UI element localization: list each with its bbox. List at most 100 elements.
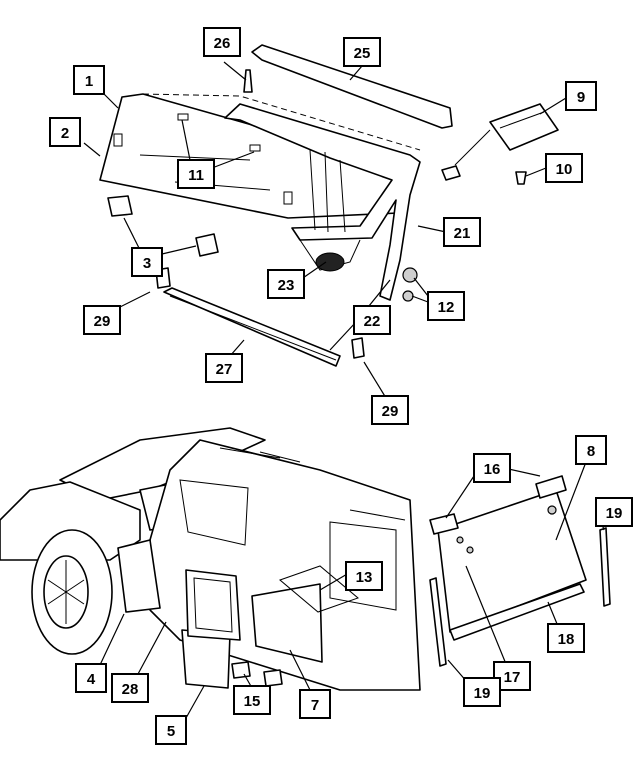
front-fender — [0, 481, 141, 561]
leader-7 — [289, 649, 311, 691]
header-stud — [243, 69, 253, 93]
callout-29-lower: 29 — [371, 395, 409, 425]
leader-3b — [161, 245, 197, 255]
liftgate-bolt-c — [547, 505, 557, 515]
windshield-tab-top-2 — [249, 144, 261, 152]
svg-text:21: 21 — [454, 225, 471, 242]
leader-9 — [539, 97, 567, 115]
leader-2 — [83, 142, 101, 157]
windshield-seal-strip — [163, 287, 341, 367]
callout-16: 16 — [473, 453, 511, 483]
hinge-bracket-right — [195, 233, 219, 257]
svg-text:2: 2 — [61, 125, 69, 142]
callout-21: 21 — [443, 217, 481, 247]
frame-grommet-12b — [402, 290, 414, 302]
callout-28: 28 — [111, 673, 149, 703]
callout-3: 3 — [131, 247, 163, 277]
svg-text:26: 26 — [214, 35, 231, 52]
leader-12a — [413, 277, 429, 297]
liftgate-latch — [535, 475, 567, 499]
callout-26: 26 — [203, 27, 241, 57]
mirror-highlight — [499, 111, 545, 129]
roof-rails — [219, 447, 406, 521]
leader-5 — [185, 685, 205, 719]
svg-text:28: 28 — [122, 681, 139, 698]
callout-18: 18 — [547, 623, 585, 653]
windshield-header-bar — [251, 44, 453, 129]
windshield-tab-top-1 — [177, 113, 189, 121]
leader-3a — [123, 217, 141, 251]
svg-text:23: 23 — [278, 277, 295, 294]
callout-29-upper: 29 — [83, 305, 121, 335]
leader-21 — [417, 225, 447, 233]
leader-28 — [137, 621, 167, 675]
callout-labels: 1 2 3 4 5 7 8 9 10 11 12 13 15 16 17 18 … — [49, 27, 633, 745]
leader-11b — [211, 151, 255, 169]
liftgate-hinge — [429, 513, 459, 535]
leader-16a — [445, 475, 475, 519]
leader-29b — [363, 361, 387, 399]
callout-5: 5 — [155, 715, 187, 745]
liftgate-bar — [449, 583, 585, 641]
svg-text:10: 10 — [556, 161, 573, 178]
callout-19-left: 19 — [463, 677, 501, 707]
svg-text:29: 29 — [94, 313, 111, 330]
leader-11a — [181, 119, 191, 161]
callout-8: 8 — [575, 435, 607, 465]
leader-25 — [349, 65, 363, 81]
wheel-spokes — [47, 560, 85, 624]
liftgate-bolt-a — [456, 536, 464, 544]
windshield-frame — [224, 103, 421, 301]
callout-2: 2 — [49, 117, 81, 147]
callout-13: 13 — [345, 561, 383, 591]
vehicle-assembly — [0, 427, 611, 691]
frame-inner-lines — [299, 149, 361, 271]
frame-bracket-23 — [315, 252, 345, 272]
interior-handle — [279, 565, 359, 613]
callout-1: 1 — [73, 65, 105, 95]
mirror-screw — [515, 171, 527, 185]
svg-text:3: 3 — [143, 255, 151, 272]
callout-27: 27 — [205, 353, 243, 383]
liftgate-glass — [437, 489, 587, 633]
callout-7: 7 — [299, 689, 331, 719]
pad-lower — [351, 337, 365, 359]
callout-4: 4 — [75, 663, 107, 693]
svg-text:1: 1 — [85, 73, 93, 90]
svg-text:27: 27 — [216, 361, 233, 378]
callout-9: 9 — [565, 81, 597, 111]
svg-text:16: 16 — [484, 461, 501, 478]
leader-10 — [525, 167, 547, 177]
windshield-tab-right — [283, 191, 293, 205]
side-glass-seal — [185, 569, 241, 641]
callout-22: 22 — [353, 305, 391, 335]
front-quarter-glass — [117, 539, 161, 613]
svg-text:9: 9 — [577, 89, 585, 106]
rear-door-window — [329, 521, 397, 611]
windshield-tab-left — [113, 133, 123, 147]
callout-12: 12 — [427, 291, 465, 321]
windshield-assembly — [99, 44, 559, 367]
svg-text:17: 17 — [504, 669, 521, 686]
svg-text:7: 7 — [311, 697, 319, 714]
mirror-mount-button — [441, 165, 461, 181]
liftgate-strut-right — [599, 527, 611, 607]
callout-23: 23 — [267, 269, 305, 299]
svg-text:22: 22 — [364, 313, 381, 330]
front-door-window — [179, 479, 249, 546]
seal-inner — [193, 577, 233, 633]
frame-grommet-12a — [402, 267, 418, 283]
rearview-mirror — [489, 103, 559, 151]
liftgate-strut-left — [429, 577, 447, 667]
leader-22b — [329, 321, 357, 351]
svg-text:18: 18 — [558, 631, 575, 648]
windshield-outline-dashed — [142, 93, 421, 151]
svg-text:25: 25 — [354, 45, 371, 62]
callout-15: 15 — [233, 685, 271, 715]
leader-26 — [223, 61, 247, 81]
leader-17 — [465, 565, 507, 665]
svg-text:12: 12 — [438, 299, 455, 316]
svg-text:15: 15 — [244, 693, 261, 710]
callout-10: 10 — [545, 153, 583, 183]
